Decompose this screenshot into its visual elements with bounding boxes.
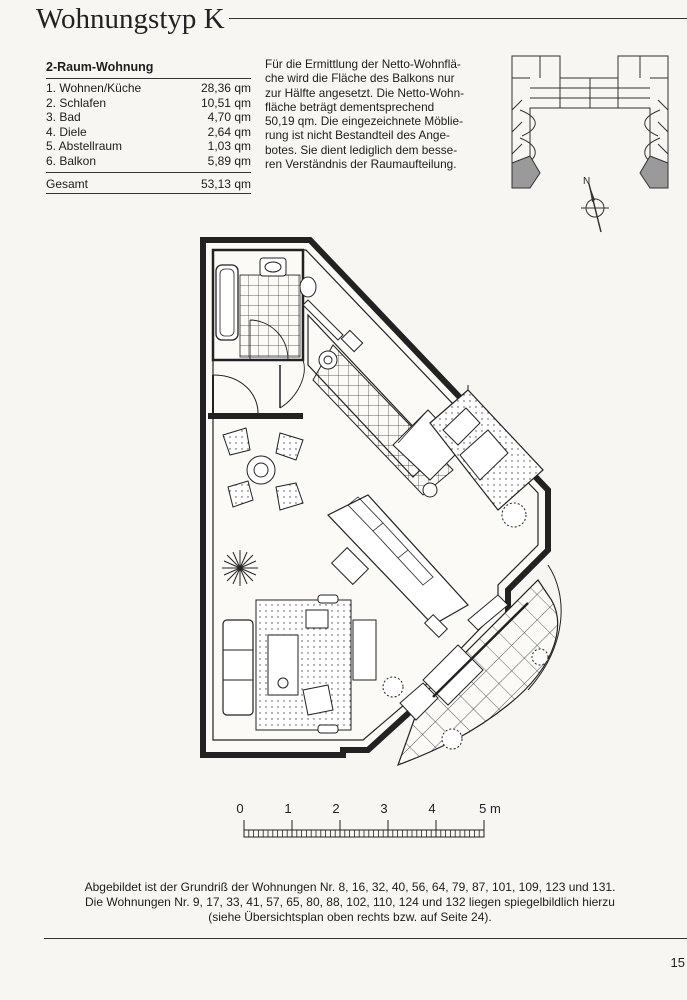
scale-label: 2: [332, 801, 339, 816]
caption-line: (siehe Übersichtsplan oben rechts bzw. a…: [208, 910, 492, 924]
area-row-value: 5,89 qm: [207, 153, 251, 168]
area-row-label: 5. Abstellraum: [46, 139, 123, 153]
area-total-row: Gesamt 53,13 qm: [46, 173, 251, 194]
area-row-value: 10,51 qm: [200, 95, 251, 110]
area-total-value: 53,13 qm: [200, 177, 251, 191]
caption-line: Abgebildet ist der Grundriß der Wohnunge…: [84, 880, 616, 894]
area-row-value: 4,70 qm: [207, 110, 251, 124]
scale-label: 3: [380, 801, 387, 816]
scale-label: 5 m: [479, 801, 501, 816]
site-plan: N: [511, 55, 669, 233]
area-table-rows: 1. Wohnen/Küche 28,36 qm 2. Schlafen 10,51…: [46, 79, 251, 173]
area-row-label: 1. Wohnen/Küche: [46, 81, 142, 95]
caption: Abgebildet ist der Grundriß der Wohnunge…: [60, 880, 640, 925]
area-table-heading: 2-Raum-Wohnung: [46, 60, 251, 79]
area-row-value: 2,64 qm: [207, 124, 251, 139]
scale-label: 1: [284, 801, 291, 816]
scale-label: 4: [428, 801, 435, 816]
area-row: 2. Schlafen 10,51 qm: [46, 96, 251, 111]
area-row-label: 2. Schlafen: [46, 95, 107, 110]
area-note: Für die Ermittlung der Netto-Wohnflä- ch…: [265, 57, 465, 172]
bottom-rule: [44, 938, 687, 939]
scale-bar: 0 1 2 3 4 5 m: [236, 801, 501, 838]
page-title: Wohnungstyp K: [36, 2, 229, 36]
page-number: 15: [670, 955, 685, 970]
area-row-label: 3. Bad: [46, 110, 81, 124]
area-row: 1. Wohnen/Küche 28,36 qm: [46, 81, 251, 96]
area-table: 2-Raum-Wohnung 1. Wohnen/Küche 28,36 qm 2…: [46, 60, 251, 194]
area-row-label: 4. Diele: [46, 124, 87, 139]
area-row: 6. Balkon 5,89 qm: [46, 154, 251, 169]
area-row-value: 28,36 qm: [200, 81, 251, 95]
area-row: 5. Abstellraum 1,03 qm: [46, 139, 251, 154]
area-row-value: 1,03 qm: [207, 139, 251, 153]
area-row: 4. Diele 2,64 qm: [46, 125, 251, 140]
north-label: N: [583, 176, 590, 187]
caption-line: Die Wohnungen Nr. 9, 17, 33, 41, 57, 65,…: [85, 895, 615, 909]
area-row-label: 6. Balkon: [46, 153, 97, 168]
scale-label: 0: [236, 801, 243, 816]
area-row: 3. Bad 4,70 qm: [46, 110, 251, 125]
title-rule: [36, 18, 687, 19]
area-total-label: Gesamt: [46, 177, 89, 191]
floor-plan: [200, 237, 562, 767]
